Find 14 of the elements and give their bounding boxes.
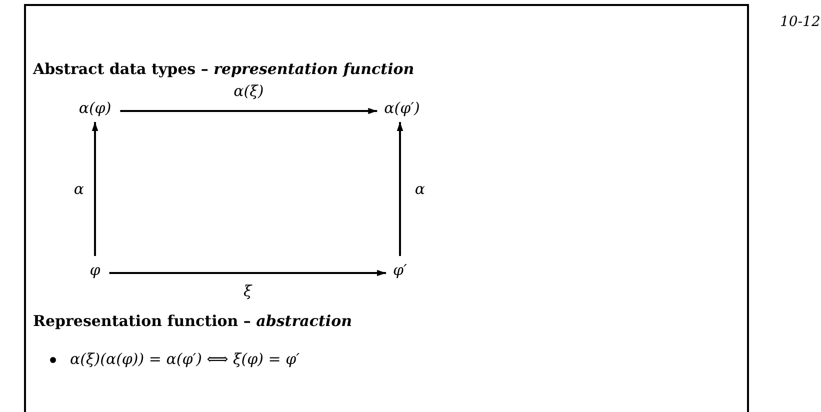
arrow (120, 108, 378, 114)
page-number: 10-12 (780, 14, 820, 30)
math-label: α(φ′) (381, 98, 423, 118)
slide-heading: Abstract data types – representation function (33, 60, 414, 78)
bullet-item: α(ξ)(α(φ)) = α(φ′) ⟺ ξ(φ) = φ′ (70, 350, 300, 368)
edge-label: α(ξ) (232, 82, 266, 100)
arrow (92, 122, 98, 256)
math-label: φ′ (390, 260, 410, 280)
math-label: α(φ) (76, 98, 114, 118)
arrow (396, 122, 404, 256)
arrow (109, 270, 386, 276)
math-label: φ (86, 260, 104, 280)
section-heading: Representation function – abstraction (33, 312, 352, 330)
edge-label: ξ (242, 282, 254, 300)
